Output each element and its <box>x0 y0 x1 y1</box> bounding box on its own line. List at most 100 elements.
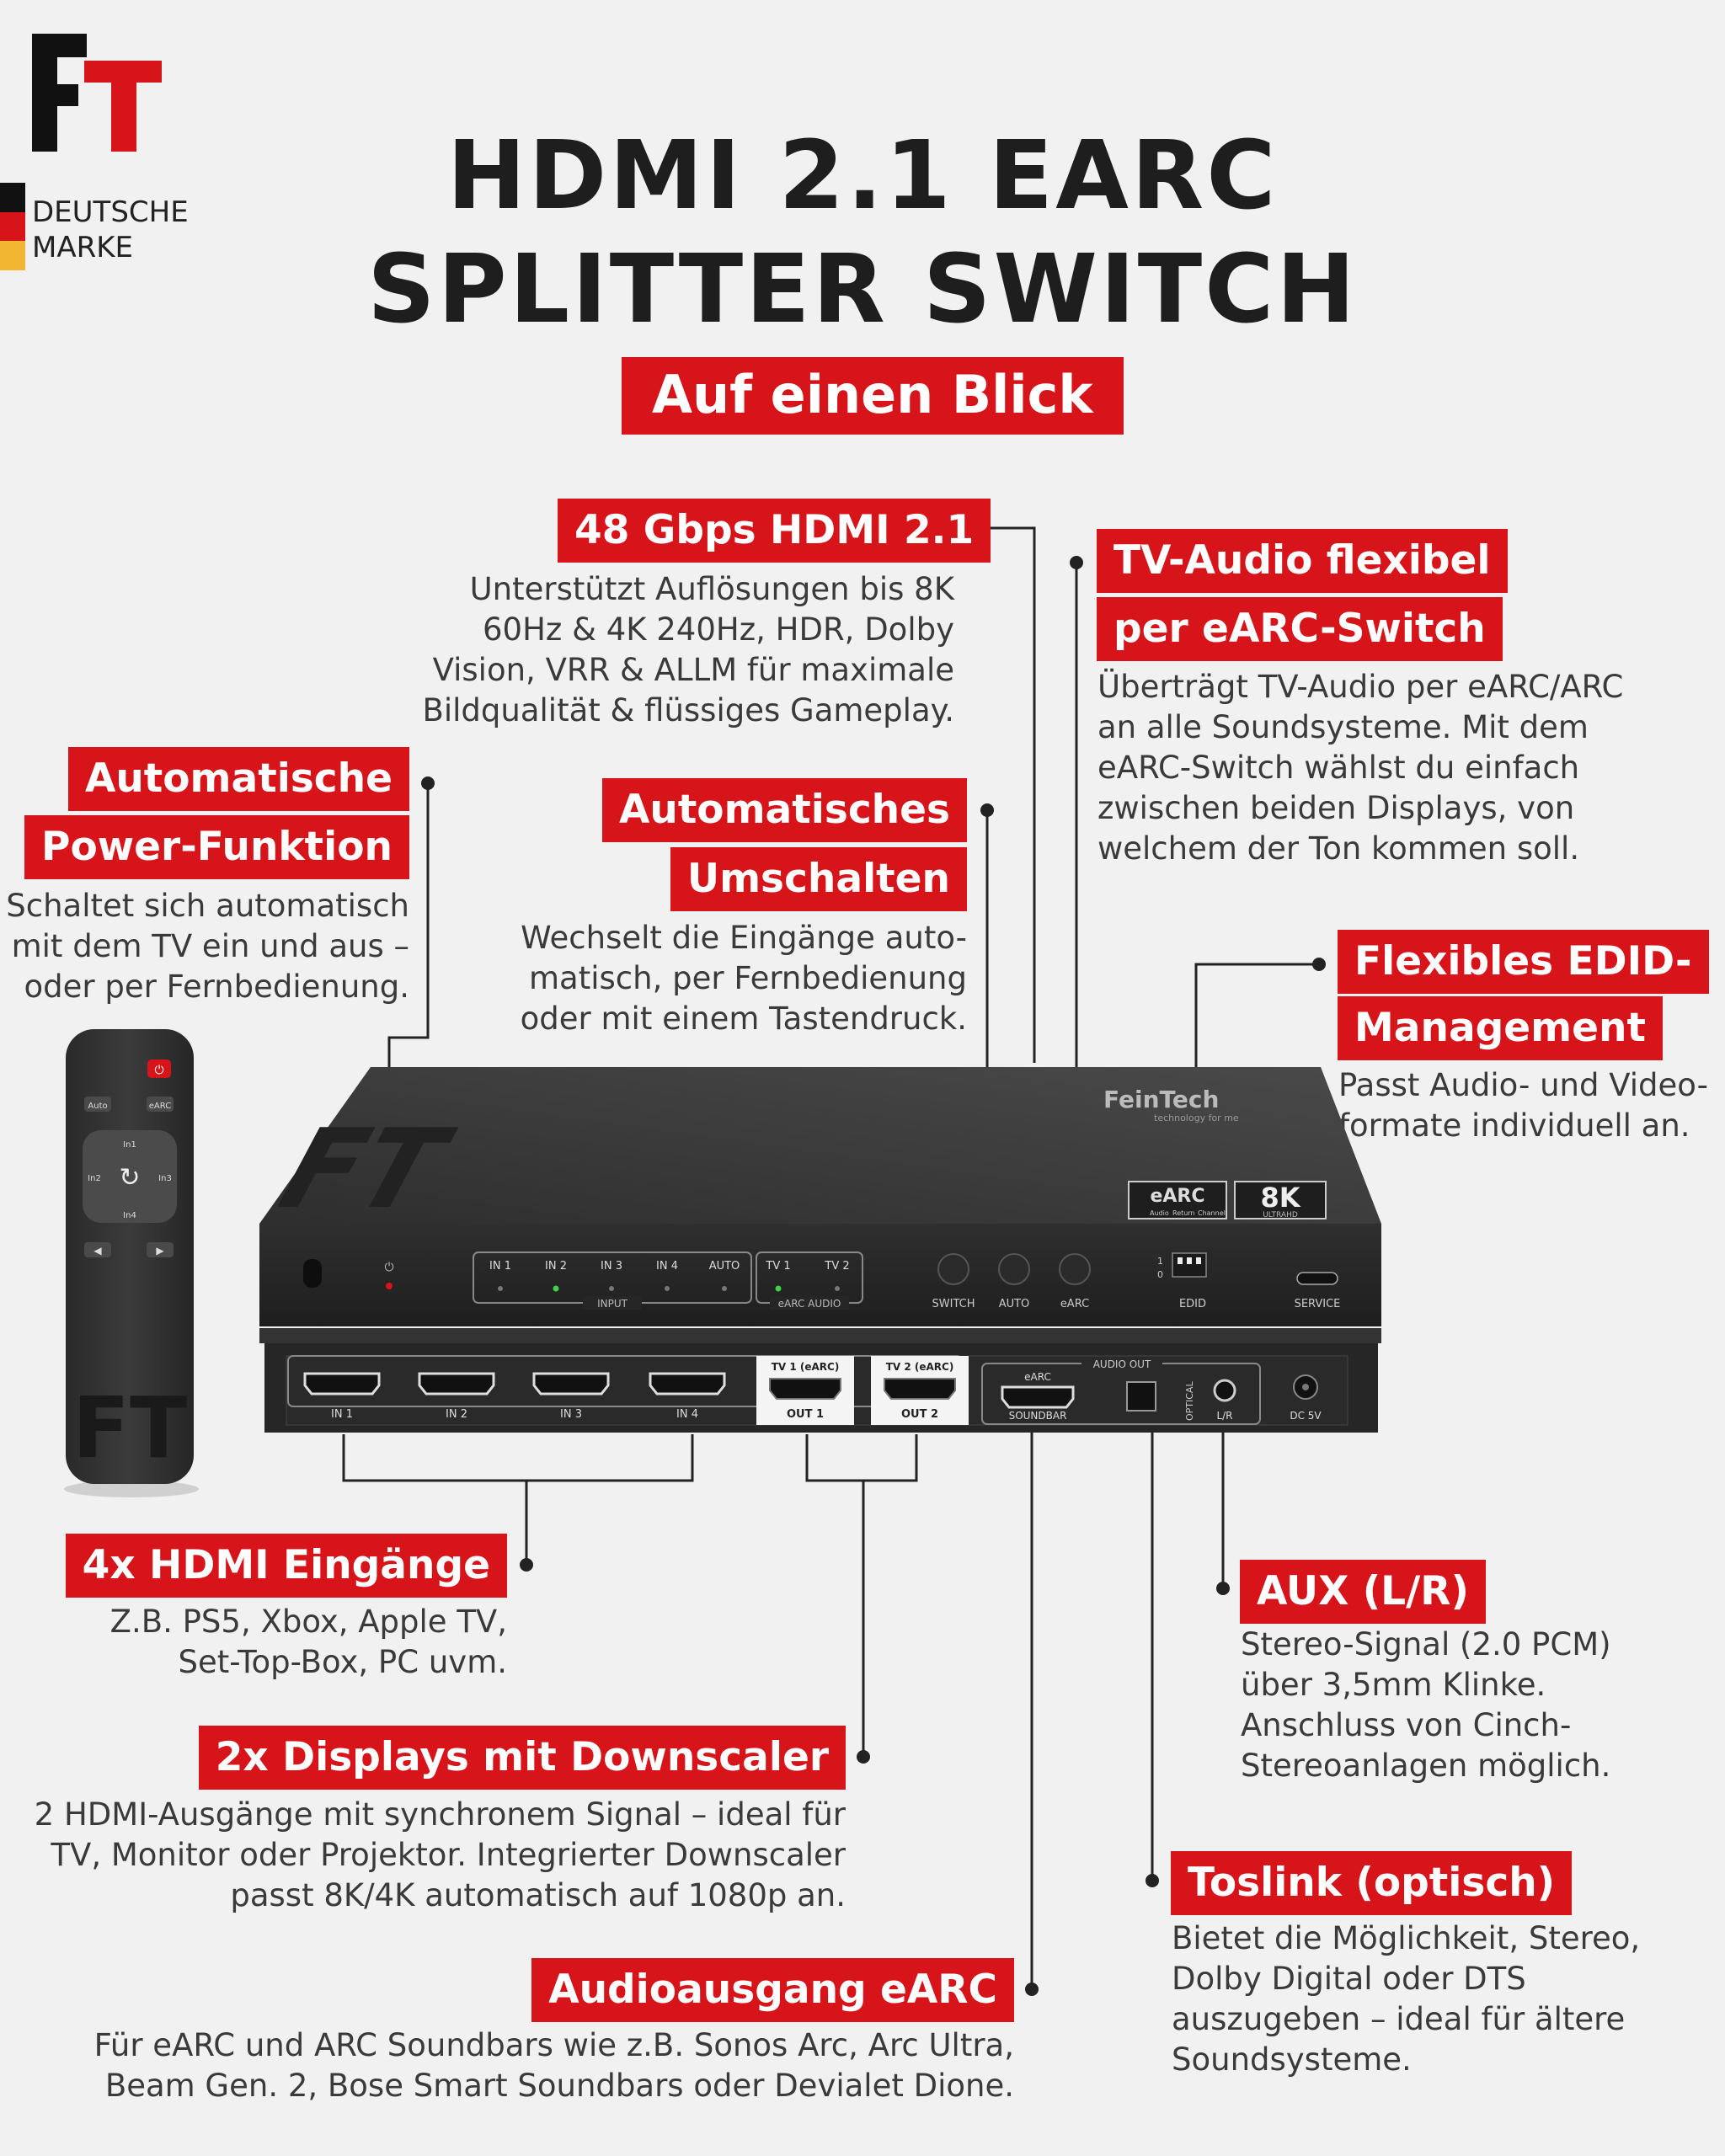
svg-text:IN 1: IN 1 <box>489 1260 511 1273</box>
feature-aux-desc: Stereo-Signal (2.0 PCM) über 3,5mm Klink… <box>1241 1626 1611 1784</box>
svg-text:eARC: eARC <box>149 1102 171 1111</box>
aux-port <box>1213 1379 1236 1402</box>
page-title-line-2: SPLITTER SWITCH <box>366 235 1359 344</box>
feature-hdmi-inputs-desc: Z.B. PS5, Xbox, Apple TV, Set-Top-Box, P… <box>109 1604 507 1680</box>
feature-hdmi21-title: 48 Gbps HDMI 2.1 <box>558 499 991 563</box>
svg-text:SERVICE: SERVICE <box>1295 1298 1341 1310</box>
svg-text:TV 2 (eARC): TV 2 (eARC) <box>886 1361 954 1373</box>
svg-text:eARC: eARC <box>1150 1186 1204 1207</box>
svg-text:INPUT: INPUT <box>597 1298 628 1310</box>
feature-power-title-2: Power-Funktion <box>24 815 409 879</box>
svg-text:eARC AUDIO: eARC AUDIO <box>778 1298 841 1310</box>
feature-edid-title-2: Management <box>1338 996 1663 1060</box>
earc-button <box>1059 1253 1091 1285</box>
svg-text:In3: In3 <box>158 1174 172 1183</box>
svg-text:EDID: EDID <box>1179 1298 1206 1310</box>
remote-earc-button <box>147 1097 174 1112</box>
remote-dpad <box>83 1130 177 1223</box>
svg-text:↻: ↻ <box>119 1163 140 1193</box>
svg-text:IN 2: IN 2 <box>545 1260 567 1273</box>
feature-hdmi21-desc: Unterstützt Auflösungen bis 8K 60Hz & 4K… <box>422 571 954 728</box>
feature-power-desc: Schaltet sich automatisch mit dem TV ein… <box>6 888 409 1005</box>
svg-text:AUTO: AUTO <box>999 1298 1030 1310</box>
feature-tv-audio-desc: Überträgt TV-Audio per eARC/ARC an alle … <box>1097 669 1624 867</box>
svg-text:SOUNDBAR: SOUNDBAR <box>1009 1410 1067 1422</box>
svg-text:IN 4: IN 4 <box>656 1260 678 1273</box>
remote-left-button <box>84 1242 111 1257</box>
feature-power-title-1: Automatische <box>67 747 409 811</box>
svg-text:TV 1 (eARC): TV 1 (eARC) <box>772 1361 840 1373</box>
auto-button <box>998 1253 1030 1285</box>
line-hdmi-inputs <box>342 1434 694 1482</box>
svg-text:L/R: L/R <box>1216 1410 1232 1422</box>
remote-power-button <box>147 1059 171 1078</box>
svg-text:eARC: eARC <box>1060 1298 1089 1310</box>
svg-text:In2: In2 <box>88 1174 101 1183</box>
svg-text:ULTRAHD: ULTRAHD <box>1263 1211 1298 1219</box>
svg-text:Channel: Channel <box>1198 1209 1226 1217</box>
svg-text:TV 2: TV 2 <box>824 1260 849 1273</box>
svg-text:Audio: Audio <box>1150 1209 1169 1217</box>
feature-toslink-title: Toslink (optisch) <box>1171 1851 1573 1915</box>
remote-right-button <box>147 1242 174 1257</box>
feature-auto-switch-title-2: Umschalten <box>670 847 967 911</box>
feature-displays-desc: 2 HDMI-Ausgänge mit synchronem Signal – … <box>34 1796 846 1913</box>
remote-logo: FT <box>72 1379 188 1477</box>
svg-text:SWITCH: SWITCH <box>932 1298 975 1310</box>
device-brand-label: FeinTech <box>1103 1086 1219 1113</box>
svg-text:AUTO: AUTO <box>709 1260 740 1273</box>
service-port <box>1296 1272 1338 1285</box>
page-title-line-1: HDMI 2.1 EARC <box>446 121 1279 231</box>
feature-tv-audio-title-2: per eARC-Switch <box>1097 597 1503 661</box>
svg-text:Return: Return <box>1172 1209 1195 1217</box>
svg-text:0: 0 <box>1157 1269 1163 1280</box>
feature-auto-switch-desc: Wechselt die Eingänge auto- matisch, per… <box>520 920 967 1037</box>
page-subtitle-badge: Auf einen Blick <box>622 357 1124 435</box>
feature-displays-title: 2x Displays mit Downscaler <box>198 1726 846 1790</box>
svg-text:▶: ▶ <box>156 1245 164 1257</box>
feature-tv-audio-title-1: TV-Audio flexibel <box>1097 529 1508 593</box>
svg-text:OUT 2: OUT 2 <box>901 1408 938 1421</box>
german-flag-icon <box>0 183 25 270</box>
feature-earc-out-desc: Für eARC und ARC Soundbars wie z.B. Sono… <box>93 2027 1014 2104</box>
feature-aux-title: AUX (L/R) <box>1240 1560 1486 1624</box>
feature-hdmi-inputs-title: 4x HDMI Eingänge <box>65 1534 507 1598</box>
switch-button <box>937 1253 969 1285</box>
feature-edid-title-1: Flexibles EDID- <box>1338 930 1709 994</box>
ir-sensor <box>303 1259 322 1288</box>
brand-tagline-1: DEUTSCHE <box>32 195 189 229</box>
svg-text:⏻: ⏻ <box>154 1064 163 1077</box>
feature-auto-switch-title-1: Automatisches <box>601 778 967 842</box>
line-displays <box>805 1434 918 1482</box>
brand-tagline-2: MARKE <box>32 231 133 264</box>
feature-edid-desc: Passt Audio- und Video- formate individu… <box>1338 1067 1708 1144</box>
svg-text:IN 3: IN 3 <box>560 1408 582 1421</box>
ft-logo-icon <box>32 34 162 152</box>
svg-text:1: 1 <box>1157 1256 1163 1267</box>
remote-auto-button <box>84 1097 111 1112</box>
svg-text:TV 1: TV 1 <box>765 1260 790 1273</box>
line-hdmi21 <box>970 526 1036 1063</box>
optical-port <box>1126 1381 1156 1412</box>
svg-text:IN 2: IN 2 <box>446 1408 467 1421</box>
svg-text:Auto: Auto <box>88 1102 107 1111</box>
svg-text:technology for me: technology for me <box>1154 1113 1239 1123</box>
svg-text:OPTICAL: OPTICAL <box>1184 1381 1195 1421</box>
feature-toslink-desc: Bietet die Möglichkeit, Stereo, Dolby Di… <box>1172 1920 1641 2078</box>
svg-text:In1: In1 <box>123 1140 136 1150</box>
svg-text:IN 4: IN 4 <box>676 1408 698 1421</box>
svg-text:OUT 1: OUT 1 <box>787 1408 824 1421</box>
feature-earc-out-title: Audioausgang eARC <box>531 1958 1014 2022</box>
svg-text:8K: 8K <box>1260 1182 1300 1214</box>
svg-text:eARC: eARC <box>1024 1371 1051 1383</box>
svg-text:In4: In4 <box>123 1211 136 1220</box>
svg-text:⏻: ⏻ <box>384 1261 393 1274</box>
svg-text:DC 5V: DC 5V <box>1290 1410 1322 1422</box>
brand-logo <box>17 25 211 278</box>
svg-text:◀: ◀ <box>93 1245 102 1257</box>
svg-text:IN 1: IN 1 <box>331 1408 353 1421</box>
remote-control: ⏻ Auto eARC In1 In2 In3 In4 ↻ ◀ ▶ FT <box>64 1029 199 1497</box>
svg-text:IN 3: IN 3 <box>601 1260 622 1273</box>
edid-dip-switch <box>1172 1252 1207 1278</box>
svg-text:AUDIO OUT: AUDIO OUT <box>1093 1358 1151 1370</box>
